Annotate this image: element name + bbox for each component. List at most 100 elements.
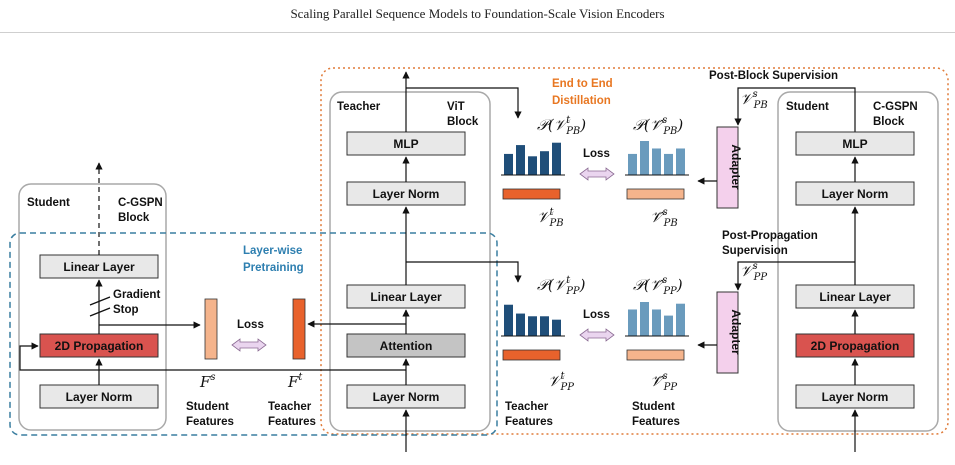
teacher-layer-norm-top: Layer Norm — [346, 181, 466, 206]
right-layer-norm-bottom-label: Layer Norm — [822, 390, 889, 404]
student-features-1: Student — [186, 401, 229, 413]
e2e-teacher-features-1: Teacher — [505, 401, 549, 413]
distribution-bar — [504, 304, 513, 336]
teacher-block-title-1: ViT — [447, 101, 465, 113]
e2e-label-1: End to End — [552, 78, 613, 90]
distribution-bar — [552, 319, 561, 336]
distribution-bar — [640, 302, 649, 336]
teacher-pb-distribution — [501, 142, 565, 176]
e2e-student-features-2: Features — [632, 416, 680, 428]
loss-arrow-bottom — [579, 328, 615, 342]
left-student-block — [18, 183, 167, 431]
gradient-stop-1: Gradient — [113, 289, 160, 301]
loss-arrow-top — [579, 167, 615, 181]
distribution-bar — [676, 303, 685, 336]
header-rule — [0, 32, 955, 33]
teacher-mlp-label: MLP — [393, 137, 418, 151]
right-layer-norm-top: Layer Norm — [795, 181, 915, 206]
distribution-bar — [628, 309, 637, 336]
post-propagation-1: Post-Propagation — [722, 230, 818, 242]
distribution-bar — [664, 315, 673, 336]
distribution-bar — [664, 153, 673, 175]
left-2d-propagation-label: 2D Propagation — [55, 339, 144, 353]
teacher-mlp: MLP — [346, 131, 466, 156]
adapter-top: Adapter — [716, 126, 743, 209]
distribution-bar — [540, 151, 549, 175]
student-pb-distribution — [625, 141, 689, 176]
right-block-title-1: C-GSPN — [873, 101, 918, 113]
distribution-bar — [504, 153, 513, 175]
right-block-title-2: Block — [873, 116, 905, 128]
teacher-title: Teacher — [337, 101, 381, 113]
teacher-layer-norm-top-label: Layer Norm — [373, 187, 440, 201]
fs-symbol: Fs — [199, 372, 216, 391]
layerwise-label-1: Layer-wise — [243, 245, 302, 257]
right-linear-layer-label: Linear Layer — [819, 290, 891, 304]
post-block-supervision: Post-Block Supervision — [709, 70, 838, 82]
post-propagation-2: Supervision — [722, 245, 788, 257]
distribution-bar — [640, 141, 649, 175]
distribution-bar — [528, 156, 537, 175]
left-block-title-1: C-GSPN — [118, 197, 163, 209]
loss-label-top: Loss — [583, 148, 610, 160]
teacher-features-1: Teacher — [268, 401, 312, 413]
student-feature-bar — [204, 298, 218, 360]
distribution-bar — [676, 148, 685, 175]
running-header: Scaling Parallel Sequence Models to Foun… — [290, 6, 665, 21]
e2e-distillation-region — [320, 67, 949, 435]
left-student-title: Student — [27, 197, 70, 209]
teacher-pp-distribution — [501, 304, 565, 337]
distribution-bar — [516, 313, 525, 336]
e2e-label-2: Distillation — [552, 95, 611, 107]
e2e-teacher-features-2: Features — [505, 416, 553, 428]
right-student-title: Student — [786, 101, 829, 113]
student-pb-feature — [626, 188, 685, 200]
left-linear-layer: Linear Layer — [39, 254, 159, 279]
adapter-bottom: Adapter — [716, 291, 743, 374]
left-block-title-2: Block — [118, 212, 150, 224]
left-loss-arrow — [231, 338, 267, 352]
loss-label-bottom: Loss — [583, 309, 610, 321]
distribution-bar — [540, 316, 549, 336]
teacher-feature-bar — [292, 298, 306, 360]
distribution-bar — [652, 148, 661, 175]
teacher-layer-norm-bottom: Layer Norm — [346, 384, 466, 409]
right-layer-norm-top-label: Layer Norm — [822, 187, 889, 201]
ft-symbol: Ft — [287, 372, 303, 391]
left-2d-propagation: 2D Propagation — [39, 333, 159, 358]
student-pp-feature — [626, 349, 685, 361]
right-layer-norm-bottom: Layer Norm — [795, 384, 915, 409]
distribution-bar — [628, 153, 637, 175]
distribution-bar — [652, 309, 661, 336]
layerwise-label-2: Pretraining — [243, 262, 304, 274]
teacher-linear-layer: Linear Layer — [346, 284, 466, 309]
left-loss-label: Loss — [237, 319, 264, 331]
e2e-student-features-1: Student — [632, 401, 675, 413]
distribution-bar — [552, 142, 561, 175]
teacher-linear-layer-label: Linear Layer — [370, 290, 442, 304]
right-mlp: MLP — [795, 131, 915, 156]
student-pp-distribution — [625, 302, 689, 337]
left-linear-layer-label: Linear Layer — [63, 260, 135, 274]
student-features-2: Features — [186, 416, 234, 428]
left-layer-norm-label: Layer Norm — [66, 390, 133, 404]
teacher-layer-norm-bottom-label: Layer Norm — [373, 390, 440, 404]
right-mlp-label: MLP — [842, 137, 867, 151]
teacher-features-2: Features — [268, 416, 316, 428]
left-layer-norm: Layer Norm — [39, 384, 159, 409]
right-linear-layer: Linear Layer — [795, 284, 915, 309]
right-2d-propagation: 2D Propagation — [795, 333, 915, 358]
teacher-pp-feature — [502, 349, 561, 361]
adapter-bottom-label: Adapter — [729, 309, 743, 355]
teacher-block-title-2: Block — [447, 116, 479, 128]
teacher-pb-feature — [502, 188, 561, 200]
